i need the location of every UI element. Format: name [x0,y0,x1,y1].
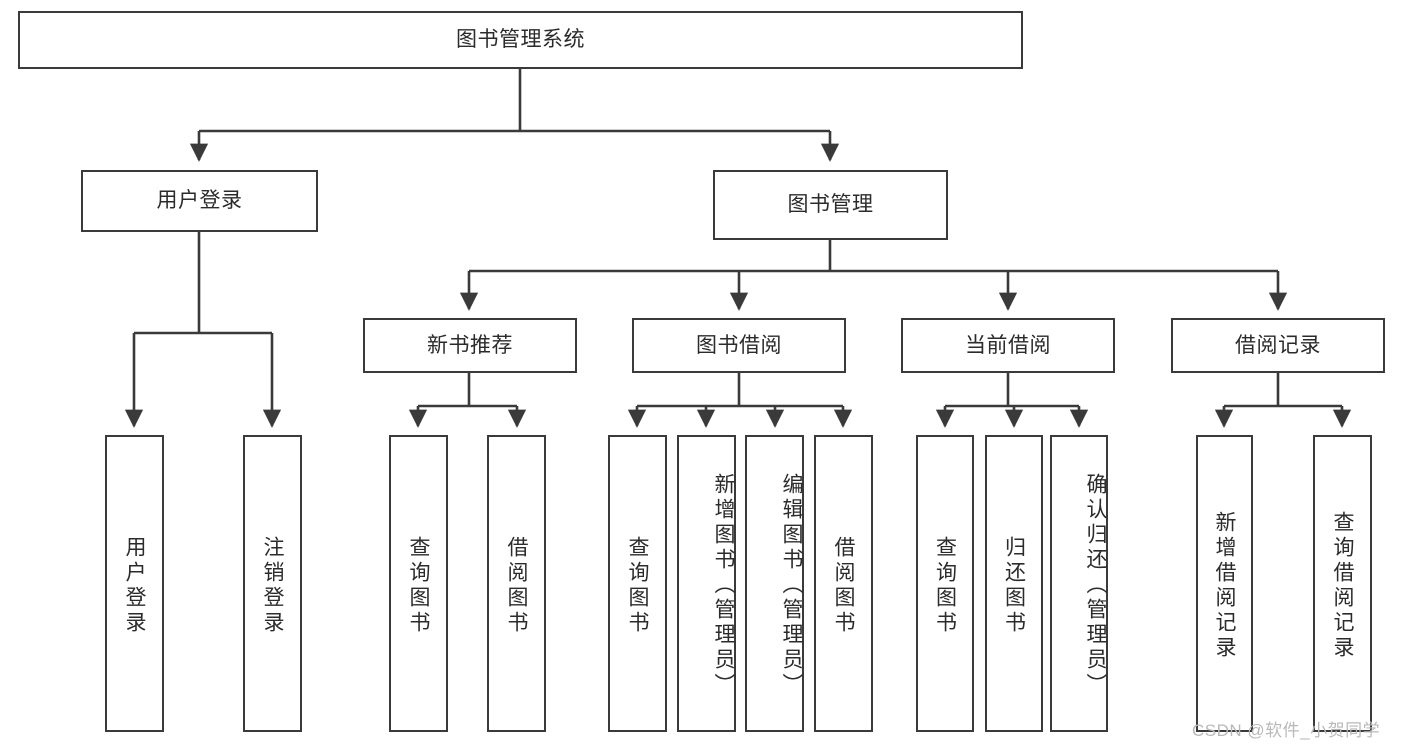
leaf-query-borrow-record[interactable]: 查询借阅记录 [1313,435,1372,732]
leaf-query-book-borrow[interactable]: 查询图书 [608,435,667,732]
leaf-query-book-recommend[interactable]: 查询图书 [389,435,448,732]
leaf-add-book-admin[interactable]: 新增图书（管理员） [677,435,736,732]
leaf-return-book[interactable]: 归还图书 [985,435,1043,732]
leaf-confirm-return-admin[interactable]: 确认归还（管理员） [1050,435,1108,732]
csdn-watermark: CSDN @软件_小贺同学 [1192,721,1381,740]
leaf-user-login[interactable]: 用户登录 [105,435,164,732]
node-current-borrow[interactable]: 当前借阅 [901,318,1115,373]
node-book-manage[interactable]: 图书管理 [713,170,948,240]
leaf-borrow-book[interactable]: 借阅图书 [814,435,873,732]
leaf-add-borrow-record[interactable]: 新增借阅记录 [1196,435,1253,732]
leaf-query-book-current[interactable]: 查询图书 [916,435,974,732]
leaf-logout-login[interactable]: 注销登录 [243,435,302,732]
node-new-book-recommend[interactable]: 新书推荐 [363,318,577,373]
node-user-login[interactable]: 用户登录 [81,170,318,232]
node-root[interactable]: 图书管理系统 [18,11,1023,69]
leaf-edit-book-admin[interactable]: 编辑图书（管理员） [745,435,804,732]
leaf-borrow-book-recommend[interactable]: 借阅图书 [487,435,546,732]
node-book-borrow[interactable]: 图书借阅 [632,318,846,373]
node-borrow-record[interactable]: 借阅记录 [1171,318,1385,373]
